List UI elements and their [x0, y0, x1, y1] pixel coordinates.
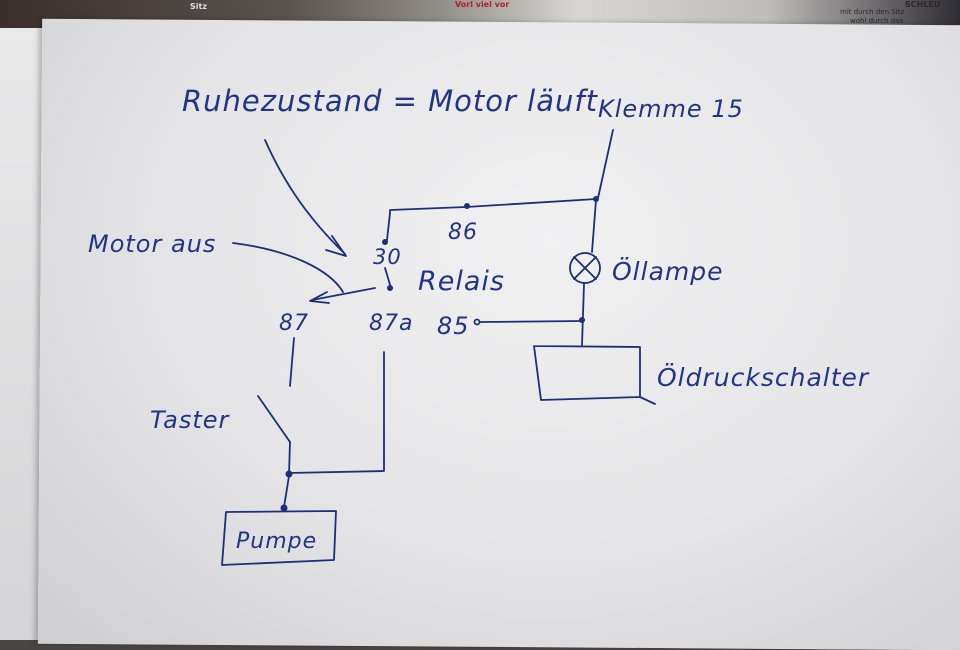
label-pumpe: Pumpe [236, 529, 317, 554]
oil-pressure-switch-box [533, 345, 656, 405]
wire-87a [288, 351, 385, 474]
terminal-30-dot [382, 239, 388, 245]
label-ruhezustand: Ruhezustand = Motor läuft [182, 84, 599, 118]
arrow-motor-aus [232, 242, 344, 293]
wire-lamp-to-switch [581, 283, 585, 346]
terminal-86-dot [464, 203, 470, 209]
terminal-87a-dot [387, 285, 393, 291]
label-motor-aus: Motor aus [88, 230, 216, 258]
magazine-text: SCHLEU [905, 0, 941, 9]
arrowhead-switch [309, 291, 330, 304]
arrowhead-ruhezustand [325, 235, 347, 257]
relay-contact [384, 267, 392, 289]
label-oellampe: Öllampe [612, 257, 724, 286]
wire-to-lamp [591, 199, 597, 253]
label-taster: Taster [150, 406, 231, 434]
label-pin-85: 85 [437, 312, 470, 340]
pump-box [221, 510, 337, 566]
wire-to-pump [283, 475, 290, 508]
wire-klemme-15 [597, 129, 614, 199]
junction-pump-dot [285, 470, 293, 478]
pump-terminal-dot [280, 504, 288, 512]
label-relais: Relais [418, 266, 505, 297]
label-oeldruckschalter: Öldruckschalter [657, 363, 870, 392]
wire-87 [289, 337, 295, 387]
label-klemme-15: Klemme 15 [598, 95, 744, 123]
oil-lamp-symbol [569, 252, 601, 284]
oil-lamp-cross-icon [573, 256, 597, 280]
label-pin-87a: 87a [369, 311, 413, 336]
wire-86 [389, 198, 597, 214]
terminal-85 [473, 318, 481, 326]
wire-taster [288, 441, 291, 475]
wire-30-up [386, 212, 391, 241]
label-pin-87: 87 [279, 311, 309, 336]
label-pin-30: 30 [373, 245, 402, 269]
junction-klemme-dot [593, 196, 599, 202]
magazine-text: Vorl viel vor [455, 0, 510, 9]
relay-switch-arm [311, 287, 376, 301]
wire-85 [479, 320, 583, 323]
taster-switch-arm [257, 395, 291, 443]
magazine-text: mit durch den Sitz [840, 8, 905, 16]
magazine-text: wohl durch das [850, 17, 904, 25]
label-pin-86: 86 [448, 220, 478, 245]
arrow-ruhezustand [264, 139, 346, 255]
magazine-text: Sitz [190, 2, 207, 11]
